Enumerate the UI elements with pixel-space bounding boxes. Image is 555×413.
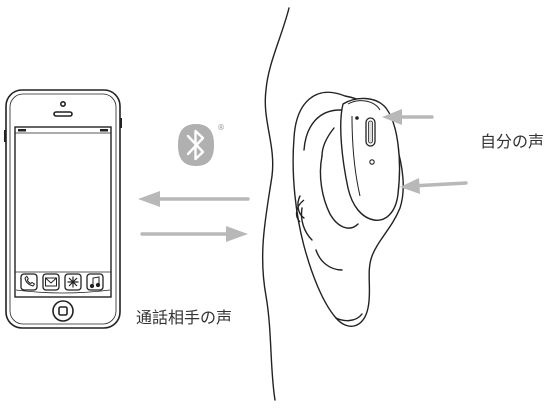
registered-mark: ®: [217, 123, 225, 132]
bluetooth-icon: [178, 124, 214, 166]
partner-voice-label: 通話相手の声: [136, 308, 233, 327]
arrow-to-phone-head: [138, 191, 160, 207]
arrow-to-ear-head: [226, 226, 248, 242]
mail-icon: [42, 273, 60, 291]
music-icon: [86, 273, 104, 291]
ear-illustration: [261, 7, 404, 401]
phone-icon: [20, 273, 38, 291]
bluetooth-headset-icon: [295, 97, 401, 223]
compass-icon: [64, 273, 82, 291]
own-voice-arrow-upper-head: [382, 109, 402, 125]
own-voice-arrow-lower: [410, 181, 468, 188]
own-voice-arrow-lower-head: [400, 178, 420, 194]
own-voice-label: 自分の声: [480, 132, 545, 151]
smartphone-icon: [4, 89, 122, 329]
